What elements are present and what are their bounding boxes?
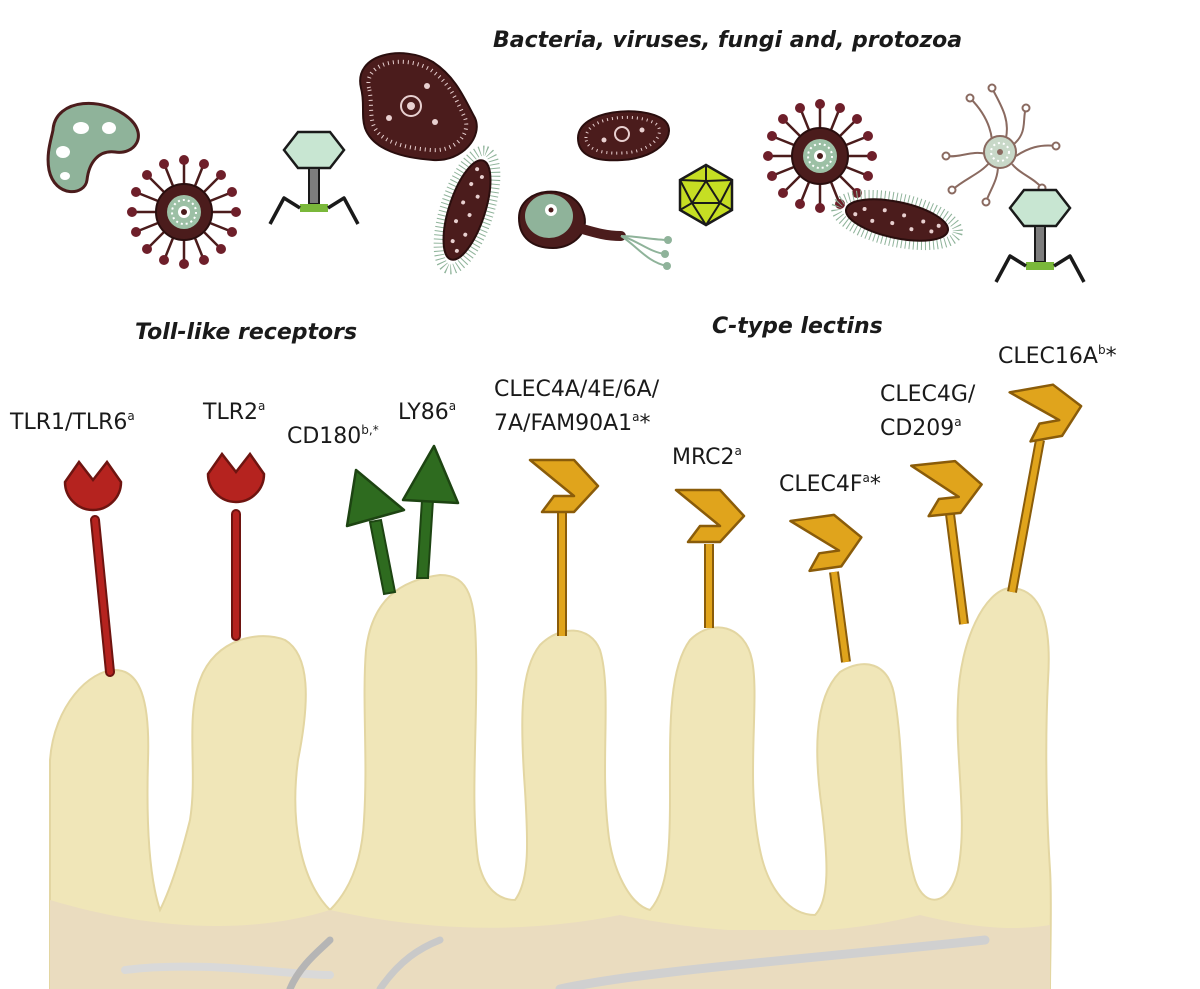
ly86-receptor: [401, 444, 460, 579]
toll-like-receptors-heading: Toll-like receptors: [135, 320, 358, 345]
bacteriophage-icon: [268, 130, 360, 226]
bean-bacterium-icon: [46, 101, 140, 194]
tlr1-tlr6-label: TLR1/TLR6a: [10, 409, 135, 435]
clec4a-receptor: [528, 458, 600, 636]
tlr2-receptor: [206, 452, 266, 641]
c-type-lectins-heading: C-type lectins: [712, 314, 883, 339]
bacteriophage-icon: [994, 188, 1086, 284]
tissue-villi: [49, 573, 1052, 989]
clec4f-receptor: [789, 510, 867, 663]
clec16a-label: CLEC16Ab*: [998, 343, 1117, 369]
mrc2-receptor: [674, 488, 746, 628]
rod-bacterium-icon: [427, 144, 507, 276]
clec16a-receptor: [1007, 379, 1087, 593]
clec4a-label: CLEC4A/4E/6A/ 7A/FAM90A1a*: [494, 377, 660, 436]
mrc2-label: MRC2a: [672, 444, 742, 470]
ly86-label: LY86a: [398, 399, 457, 425]
large-protozoa-icon: [359, 52, 478, 162]
rod-bacterium-icon: [832, 186, 962, 255]
spiky-virus-icon: [125, 153, 243, 271]
oval-protozoa-icon: [576, 110, 670, 162]
clec4g-cd209-label: CLEC4G/ CD209a: [880, 382, 976, 441]
cd180-label: CD180b,*: [287, 423, 379, 449]
icosahedral-virus-icon: [678, 163, 734, 227]
clec4f-label: CLEC4Fa*: [779, 471, 881, 497]
fungal-spore-icon: [941, 83, 1061, 207]
clec4g-cd209-receptor: [910, 457, 986, 625]
cd180-receptor: [345, 468, 406, 596]
spiky-virus-icon: [761, 97, 879, 215]
pathogens-heading: Bacteria, viruses, fungi and, protozoa: [493, 28, 963, 53]
flagellate-protozoa-icon: [517, 190, 672, 270]
tlr2-label: TLR2a: [203, 399, 266, 425]
microbes-group: [46, 52, 1086, 284]
epithelium: [49, 573, 1052, 989]
tlr1-tlr6-receptor: [63, 460, 123, 677]
